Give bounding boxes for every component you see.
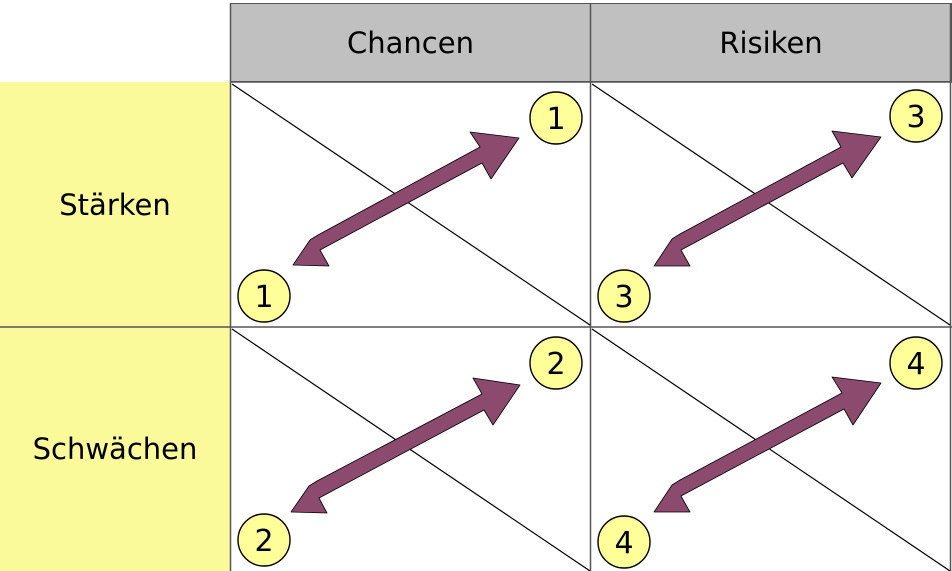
svg-text:4: 4 <box>906 347 925 382</box>
double-arrow-1 <box>292 131 520 267</box>
column-header-label: Chancen <box>347 25 474 60</box>
svg-text:3: 3 <box>906 100 925 135</box>
double-arrow-4 <box>653 376 882 513</box>
row-header-label: Schwächen <box>32 432 198 466</box>
svg-text:4: 4 <box>614 526 633 561</box>
double-arrow-2 <box>290 377 521 514</box>
grid-lines <box>0 3 952 571</box>
badge-4-top: 4 <box>889 336 943 390</box>
double-arrow-3 <box>653 130 882 267</box>
svg-text:1: 1 <box>546 102 565 137</box>
column-header-chancen: Chancen <box>230 3 591 82</box>
svg-text:2: 2 <box>254 524 273 559</box>
column-header-risiken: Risiken <box>590 3 952 82</box>
svg-text:1: 1 <box>254 280 273 315</box>
svg-text:3: 3 <box>614 280 633 315</box>
corner-blank <box>0 0 230 81</box>
badge-3-top: 3 <box>889 89 943 143</box>
row-header-schwaechen: Schwächen <box>0 327 230 571</box>
row-header-label: Stärken <box>59 187 171 222</box>
quadrant-diagonals <box>231 83 951 571</box>
column-header-label: Risiken <box>719 25 823 60</box>
row-header-staerken: Stärken <box>0 82 230 327</box>
badge-2-bottom: 2 <box>237 513 291 567</box>
badge-1-top: 1 <box>529 91 583 145</box>
svg-text:2: 2 <box>546 347 565 382</box>
badge-1-bottom: 1 <box>237 269 291 323</box>
badge-4-bottom: 4 <box>597 515 651 569</box>
badge-3-bottom: 3 <box>597 269 651 323</box>
badge-2-top: 2 <box>529 336 583 390</box>
